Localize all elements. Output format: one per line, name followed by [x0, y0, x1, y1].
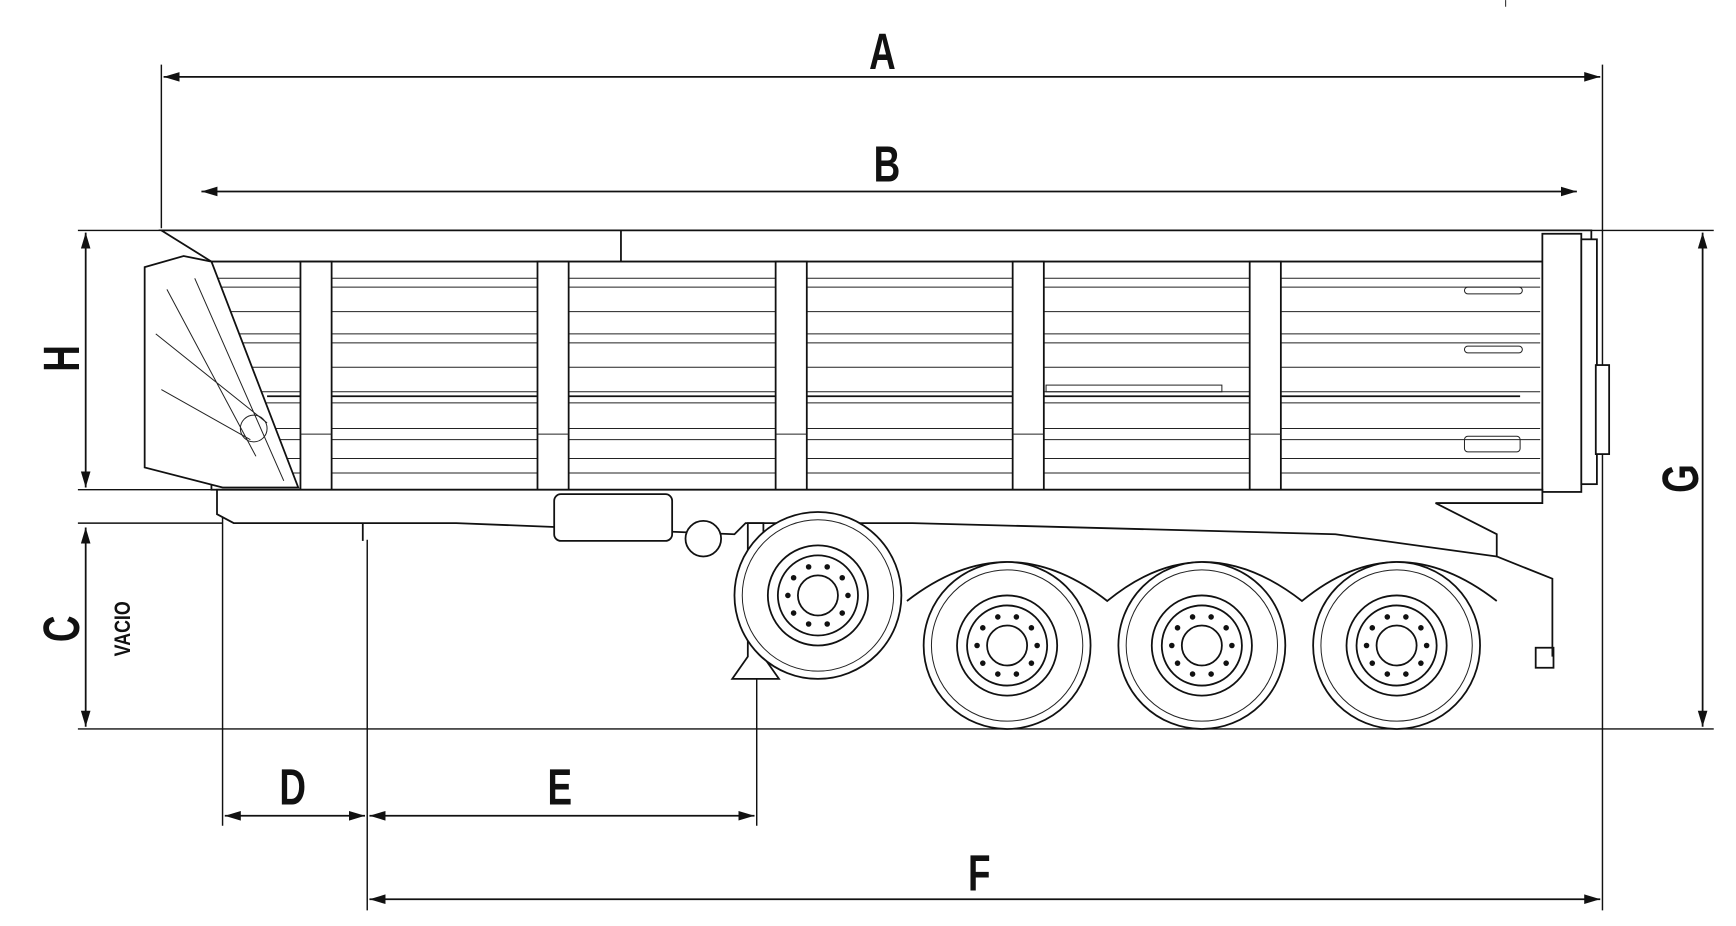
body-stake — [1248, 260, 1282, 491]
wheels — [733, 511, 1481, 730]
axle-3-wheel — [1312, 561, 1481, 730]
dimension-lines — [80, 72, 1708, 905]
body-stake — [536, 260, 570, 491]
label-b: B — [874, 137, 901, 193]
chassis — [216, 488, 1544, 558]
label-c-note: VACIO — [111, 601, 135, 656]
dimension-labels: A B H C VACIO G D E F — [34, 24, 1709, 901]
body-stake — [1011, 260, 1045, 491]
rear-door — [1541, 232, 1583, 493]
king-pin — [684, 519, 722, 558]
spare-wheel — [733, 511, 903, 680]
label-e: E — [547, 760, 572, 816]
toolbox — [553, 493, 674, 542]
axle-1-wheel — [922, 561, 1092, 730]
front-wall — [143, 255, 300, 489]
label-f: F — [968, 846, 991, 902]
label-a: A — [869, 24, 896, 80]
axle-2-wheel — [1117, 561, 1287, 730]
label-g: G — [1653, 464, 1709, 493]
label-d: D — [279, 760, 306, 816]
label-h: H — [34, 345, 90, 372]
label-c: C — [34, 615, 90, 642]
extension-lines — [77, 64, 1714, 911]
body-stake — [299, 260, 333, 491]
body-stake — [774, 260, 808, 491]
